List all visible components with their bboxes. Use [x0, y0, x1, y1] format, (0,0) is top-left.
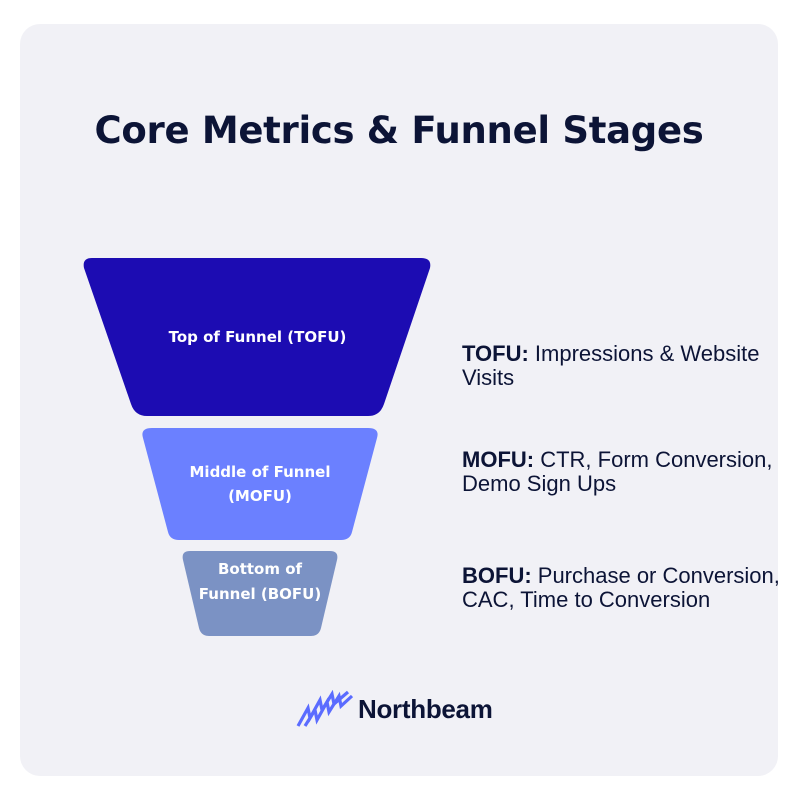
metric-text-mofu: CTR, Form Conversion, Demo Sign Ups	[462, 447, 773, 496]
metric-text-bofu: Purchase or Conversion, CAC, Time to Con…	[462, 563, 780, 612]
page-title: Core Metrics & Funnel Stages	[94, 109, 704, 152]
funnel-stage-bofu	[182, 551, 338, 636]
metric-tofu: TOFU: Impressions & Website Visits	[462, 342, 782, 389]
metric-bofu: BOFU: Purchase or Conversion, CAC, Time …	[462, 564, 782, 611]
brand-name: Northbeam	[358, 694, 493, 724]
metric-text-tofu: Impressions & Website Visits	[462, 341, 760, 390]
metric-key-mofu: MOFU:	[462, 447, 535, 472]
funnel-stage-label-bofu: Bottom of Funnel (BOFU)	[198, 560, 322, 603]
funnel-stage-label-tofu: Top of Funnel (TOFU)	[168, 328, 347, 346]
funnel-stage-mofu	[142, 428, 378, 540]
metric-mofu: MOFU: CTR, Form Conversion, Demo Sign Up…	[462, 448, 782, 495]
northbeam-logo-icon	[296, 690, 354, 727]
metric-key-tofu: TOFU:	[462, 341, 529, 366]
funnel-stage-tofu	[83, 258, 431, 416]
funnel-stage-label-mofu: Middle of Funnel (MOFU)	[189, 463, 331, 505]
metric-key-bofu: BOFU:	[462, 563, 532, 588]
